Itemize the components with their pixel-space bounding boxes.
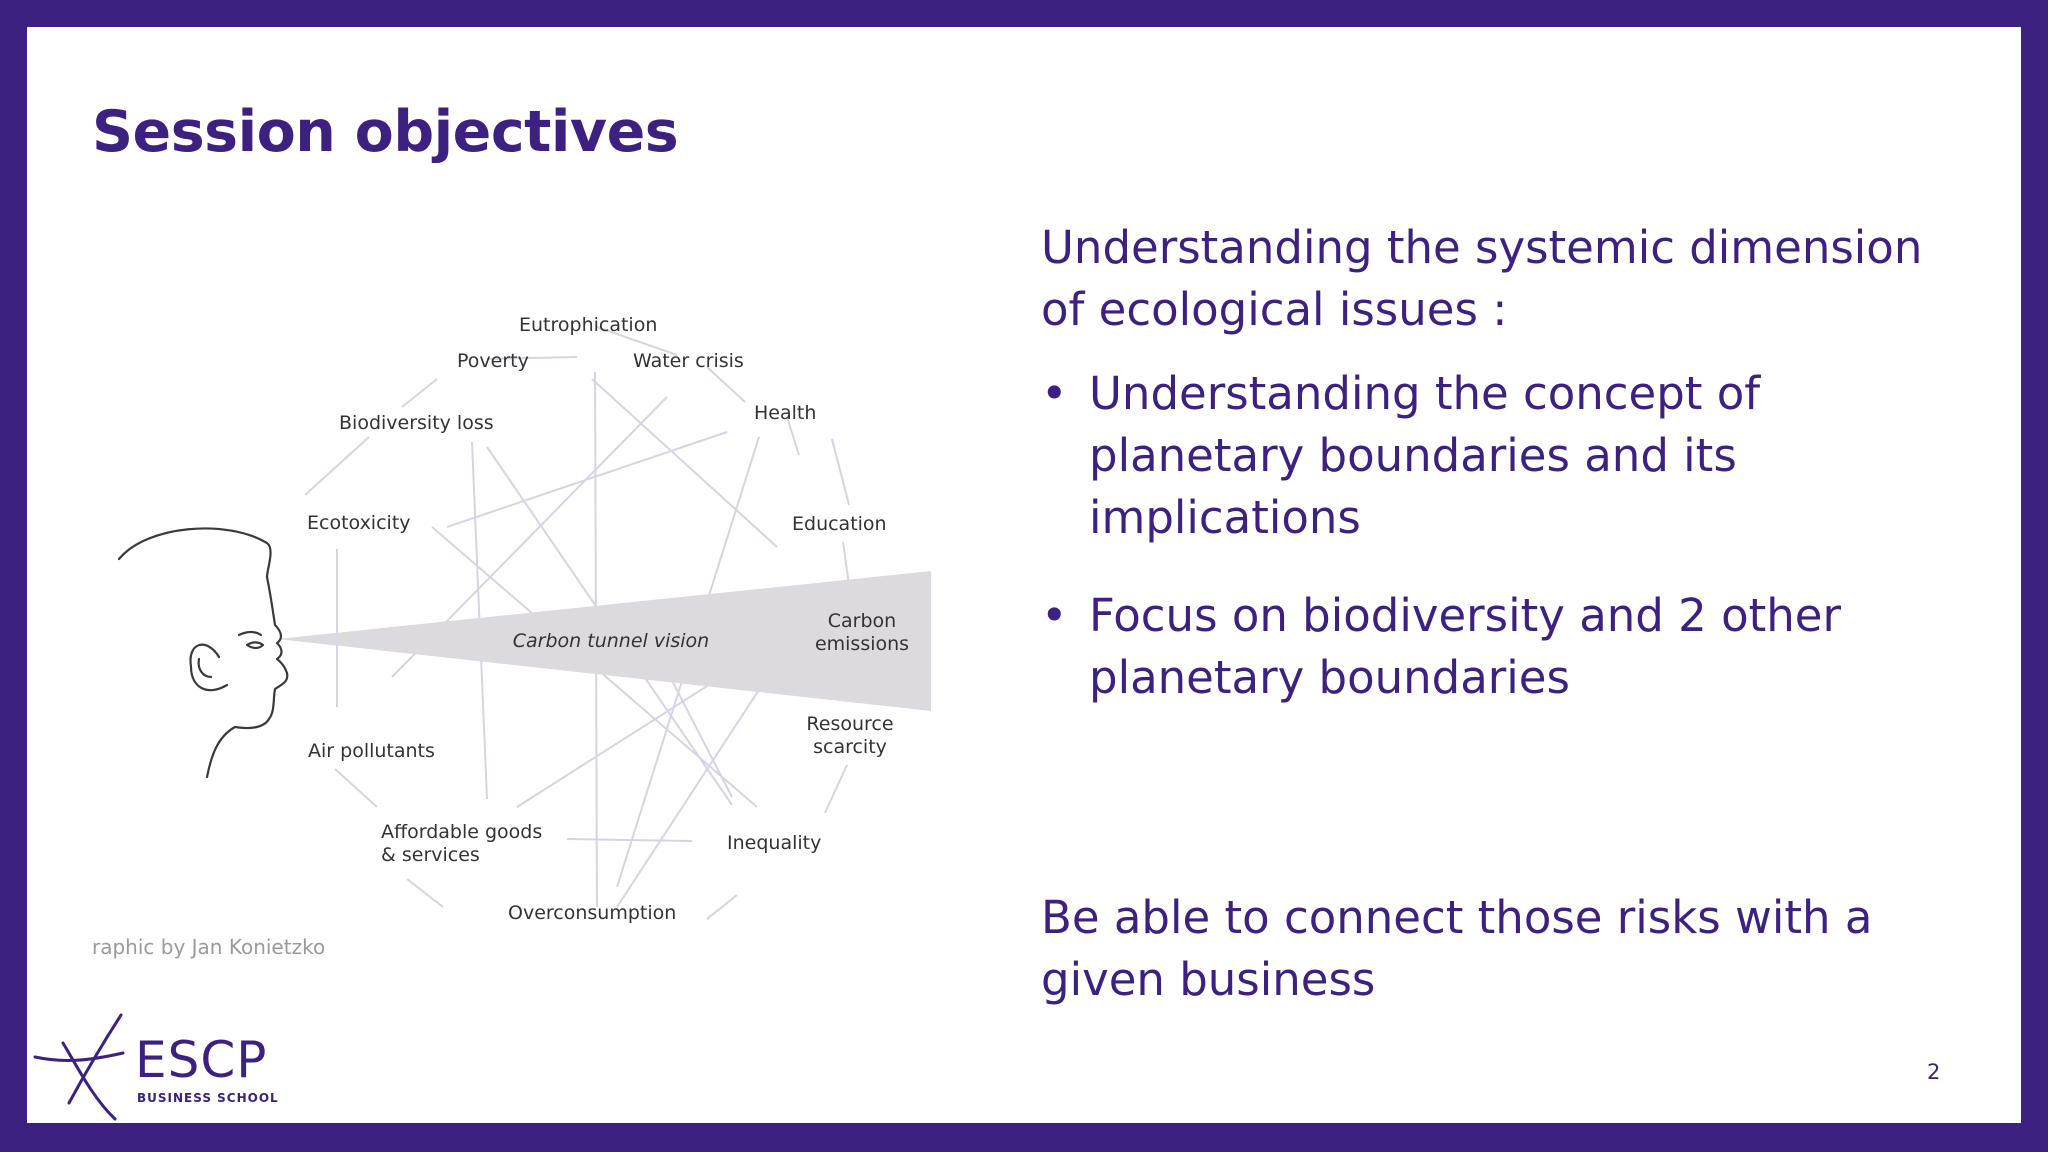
connection-lines bbox=[304, 326, 868, 920]
bullet-icon: • bbox=[1041, 367, 1068, 420]
node-health: Health bbox=[754, 402, 816, 424]
bullet-icon: • bbox=[1041, 589, 1068, 642]
objectives-block: Understanding the systemic dimension of … bbox=[1041, 217, 1941, 745]
node-resource-scarcity-line1: Resource bbox=[806, 713, 893, 735]
center-label: Carbon tunnel vision bbox=[513, 630, 709, 652]
head-profile-icon bbox=[117, 527, 289, 779]
node-biodiversity-loss: Biodiversity loss bbox=[339, 412, 494, 434]
image-credit: raphic by Jan Konietzko bbox=[92, 935, 326, 959]
node-resource-scarcity-line2: scarcity bbox=[813, 736, 887, 758]
bullet-text: Understanding the concept of planetary b… bbox=[1089, 367, 1761, 544]
node-eutrophication: Eutrophication bbox=[519, 314, 657, 336]
page-number: 2 bbox=[1927, 1060, 1941, 1084]
slide-title: Session objectives bbox=[92, 99, 679, 165]
carbon-tunnel-vision-diagram: Carbon tunnel vision Eutrophication Pove… bbox=[117, 314, 931, 924]
node-inequality: Inequality bbox=[727, 832, 821, 854]
node-water-crisis: Water crisis bbox=[633, 350, 744, 372]
node-air-pollutants: Air pollutants bbox=[308, 740, 435, 762]
tunnel-cone bbox=[277, 571, 931, 711]
list-item: • Focus on biodiversity and 2 other plan… bbox=[1041, 585, 1941, 709]
node-ecotoxicity: Ecotoxicity bbox=[307, 512, 411, 534]
closing-objective: Be able to connect those risks with a gi… bbox=[1041, 891, 1873, 1006]
node-affordable-goods-line1: Affordable goods bbox=[381, 821, 542, 843]
bullet-text: Focus on biodiversity and 2 other planet… bbox=[1089, 589, 1841, 704]
objectives-list: • Understanding the concept of planetary… bbox=[1041, 363, 1941, 709]
slide: Session objectives bbox=[27, 27, 2021, 1123]
escp-logo: ESCP BUSINESS SCHOOL bbox=[33, 1013, 293, 1123]
list-item: • Understanding the concept of planetary… bbox=[1041, 363, 1941, 549]
escp-star-icon bbox=[33, 1013, 125, 1121]
node-carbon-emissions-line1: Carbon bbox=[828, 610, 896, 632]
node-education: Education bbox=[792, 513, 887, 535]
node-overconsumption: Overconsumption bbox=[508, 902, 676, 924]
node-poverty: Poverty bbox=[457, 350, 529, 372]
logo-name: ESCP bbox=[135, 1031, 268, 1089]
objectives-heading: Understanding the systemic dimension of … bbox=[1041, 221, 1923, 336]
logo-subtitle: BUSINESS SCHOOL bbox=[137, 1091, 279, 1105]
node-affordable-goods-line2: & services bbox=[381, 844, 480, 866]
node-carbon-emissions-line2: emissions bbox=[815, 633, 909, 655]
